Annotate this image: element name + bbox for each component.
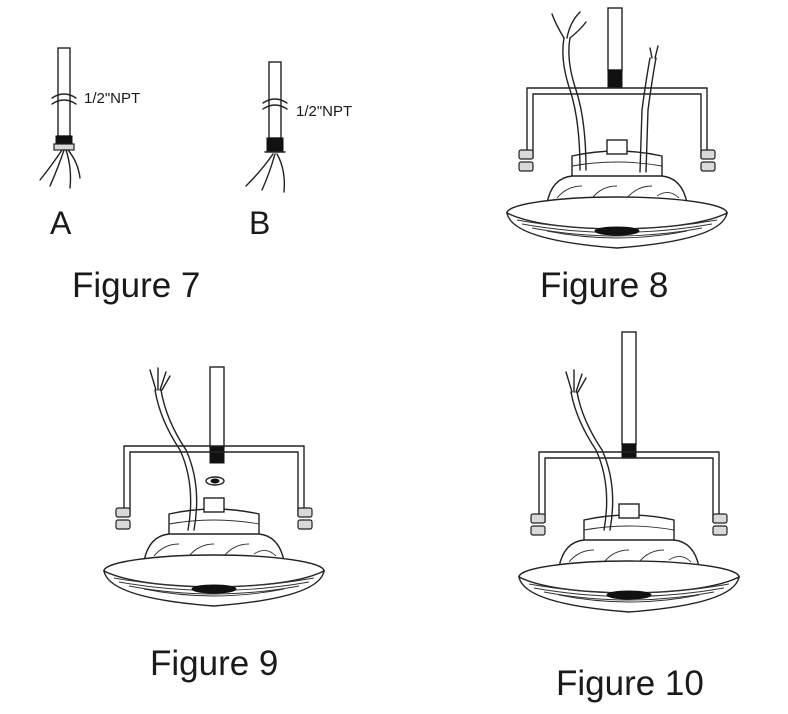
- figure-9-caption: Figure 9: [150, 644, 279, 683]
- fig7-b-thread-label: 1/2"NPT: [296, 103, 353, 120]
- figure-7-caption: Figure 7: [72, 266, 201, 305]
- ufo-high-bay-light-icon: [506, 87, 728, 249]
- lock-nut-icon: [205, 476, 225, 486]
- electrical-wires-icon: [551, 11, 659, 173]
- fig7-a-thread-label: 1/2"NPT: [84, 90, 141, 107]
- conduit-pipe-icon: [209, 366, 225, 464]
- figure-10-caption: Figure 10: [556, 664, 704, 703]
- figure-9-artwork: [103, 366, 325, 607]
- electrical-wires-icon: [39, 149, 81, 189]
- electrical-wires-icon: [149, 367, 198, 531]
- fig7-part-b-letter: B: [249, 205, 271, 241]
- fig7-part-a-letter: A: [50, 205, 72, 241]
- conduit-pipe-icon: [607, 7, 623, 89]
- ufo-high-bay-light-icon: [103, 445, 325, 607]
- ufo-high-bay-light-icon: [518, 451, 740, 613]
- conduit-pipe-icon: [621, 331, 637, 459]
- figure-8-artwork: [506, 7, 728, 249]
- electrical-wires-icon: [565, 369, 614, 531]
- figure-7-artwork: [39, 47, 288, 193]
- conduit-pipe-icon: [51, 47, 77, 151]
- conduit-pipe-icon: [262, 61, 288, 153]
- figure-10-artwork: [518, 331, 740, 613]
- electrical-wires-icon: [245, 153, 286, 193]
- figure-8-caption: Figure 8: [540, 266, 669, 305]
